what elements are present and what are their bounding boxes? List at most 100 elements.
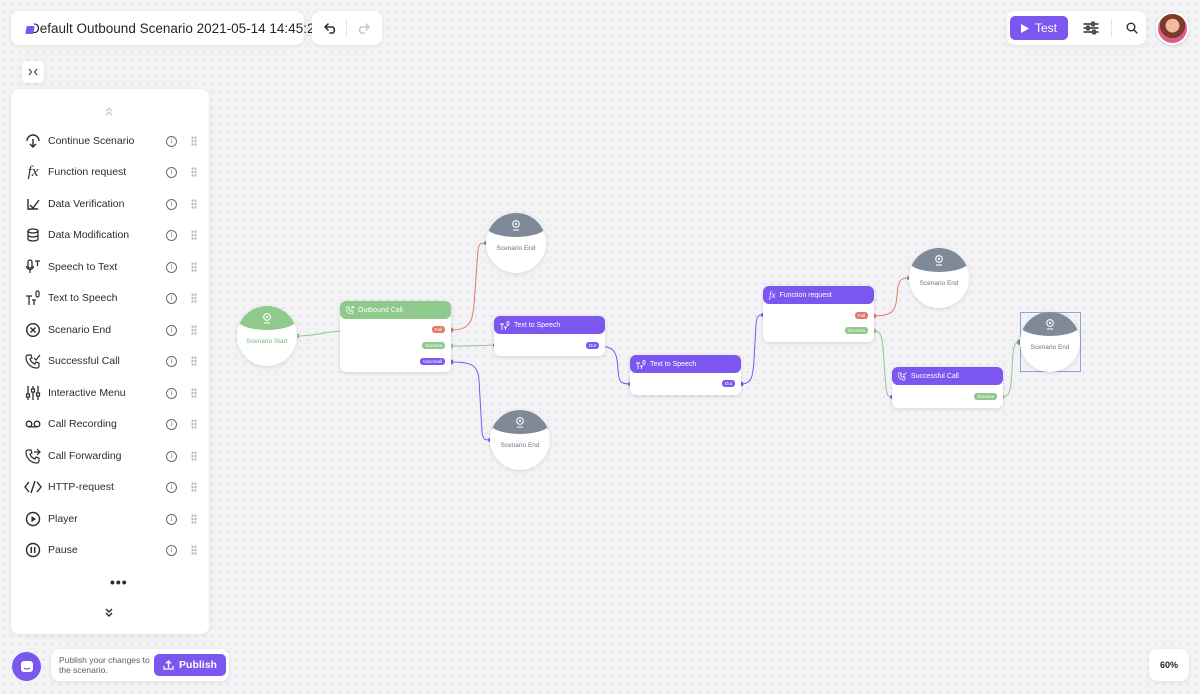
drag-handle-icon[interactable] bbox=[191, 451, 197, 461]
scenario-title[interactable]: Default Outbound Scenario 2021-05-14 14:… bbox=[30, 20, 322, 36]
port-out[interactable]: Out bbox=[721, 380, 735, 387]
sidebar-item-interactive-menu[interactable]: Interactive Menu i bbox=[11, 379, 209, 407]
info-icon[interactable]: i bbox=[166, 481, 177, 493]
test-button[interactable]: Test bbox=[1010, 16, 1068, 40]
node-badge-icon bbox=[935, 255, 943, 266]
drag-handle-icon[interactable] bbox=[191, 545, 197, 555]
sidebar-item-speech-to-text[interactable]: Speech to Text i bbox=[11, 253, 209, 281]
drag-handle-icon[interactable] bbox=[191, 325, 197, 335]
publish-button[interactable]: Publish bbox=[154, 654, 226, 676]
port-voicemail[interactable]: Voicemail bbox=[419, 358, 445, 365]
info-icon[interactable]: i bbox=[166, 166, 177, 178]
drag-handle-icon[interactable] bbox=[191, 199, 197, 209]
interactive-menu-icon bbox=[24, 384, 42, 402]
drag-handle-icon[interactable] bbox=[191, 230, 197, 240]
info-icon[interactable]: i bbox=[166, 261, 177, 273]
sidebar-item-successful-call[interactable]: Successful Call i bbox=[11, 347, 209, 375]
port-success[interactable]: Success bbox=[973, 393, 997, 400]
port-out[interactable]: Out bbox=[585, 342, 599, 349]
info-icon[interactable]: i bbox=[166, 135, 177, 147]
node-function-request[interactable]: fx Function request Fail Success bbox=[763, 286, 874, 342]
sidebar-item-function-request[interactable]: fx Function request i bbox=[11, 158, 209, 186]
chat-button[interactable] bbox=[12, 652, 41, 681]
sidebar-item-data-modification[interactable]: Data Modification i bbox=[11, 221, 209, 249]
sidebar-item-pause[interactable]: Pause i bbox=[11, 536, 209, 564]
settings-button[interactable] bbox=[1080, 17, 1102, 39]
sidebar-item-text-to-speech[interactable]: Text to Speech i bbox=[11, 284, 209, 312]
node-label: Scenario End bbox=[500, 442, 540, 449]
drag-handle-icon[interactable] bbox=[191, 482, 197, 492]
node-scenario-start[interactable]: Scenario Start bbox=[237, 306, 297, 366]
info-icon[interactable]: i bbox=[166, 198, 177, 210]
redo-button[interactable] bbox=[352, 17, 374, 39]
publish-panel: Publish your changes to the scenario. Pu… bbox=[51, 649, 229, 681]
node-scenario-end[interactable]: Scenario End bbox=[490, 410, 550, 470]
node-badge-icon bbox=[263, 313, 271, 324]
drag-handle-icon[interactable] bbox=[191, 262, 197, 272]
speech-to-text-icon bbox=[24, 258, 42, 276]
zoom-level[interactable]: 60% bbox=[1149, 649, 1189, 681]
wire-tts2-func bbox=[740, 314, 764, 385]
undo-button[interactable] bbox=[320, 17, 342, 39]
sidebar-item-continue-scenario[interactable]: Continue Scenario i bbox=[11, 127, 209, 155]
sidebar-item-player[interactable]: Player i bbox=[11, 505, 209, 533]
sidebar-item-data-verification[interactable]: Data Verification i bbox=[11, 190, 209, 218]
drag-handle-icon[interactable] bbox=[191, 167, 197, 177]
collapse-arrows-icon bbox=[28, 68, 38, 76]
node-title: Successful Call bbox=[911, 372, 959, 380]
drag-handle-icon[interactable] bbox=[191, 136, 197, 146]
wire-func-success-call bbox=[873, 330, 893, 398]
node-badge-icon bbox=[516, 417, 524, 428]
node-label: Scenario End bbox=[496, 245, 536, 252]
sidebar-item-call-forwarding[interactable]: Call Forwarding i bbox=[11, 442, 209, 470]
node-scenario-end[interactable]: Scenario End bbox=[486, 213, 546, 273]
node-scenario-end[interactable]: Scenario End bbox=[909, 248, 969, 308]
port-success[interactable]: Success bbox=[844, 327, 868, 334]
undo-redo-group bbox=[312, 11, 382, 45]
node-successful-call[interactable]: Successful Call Success bbox=[892, 367, 1003, 408]
node-outbound-call[interactable]: Outbound Call Fail Success Voicemail bbox=[340, 301, 451, 372]
info-icon[interactable]: i bbox=[166, 229, 177, 241]
block-palette: Continue Scenario i fx Function request … bbox=[11, 89, 209, 634]
sidebar-item-scenario-end[interactable]: Scenario End i bbox=[11, 316, 209, 344]
scroll-up-button[interactable] bbox=[104, 103, 114, 121]
port-fail[interactable]: Fail bbox=[854, 312, 868, 319]
node-text-to-speech[interactable]: Text to Speech Out bbox=[630, 355, 741, 395]
info-icon[interactable]: i bbox=[166, 355, 177, 367]
info-icon[interactable]: i bbox=[166, 544, 177, 556]
info-icon[interactable]: i bbox=[166, 513, 177, 525]
drag-handle-icon[interactable] bbox=[191, 388, 197, 398]
phone-outgoing-icon bbox=[346, 306, 354, 314]
drag-handle-icon[interactable] bbox=[191, 514, 197, 524]
top-actions: Test bbox=[1007, 11, 1146, 45]
node-label: Scenario End bbox=[1030, 344, 1070, 351]
search-button[interactable] bbox=[1121, 17, 1143, 39]
wire-outbound-fail-end bbox=[450, 242, 487, 331]
sidebar-item-http-request[interactable]: HTTP-request i bbox=[11, 473, 209, 501]
info-icon[interactable]: i bbox=[166, 292, 177, 304]
node-label: Scenario Start bbox=[246, 338, 288, 345]
info-icon[interactable]: i bbox=[166, 418, 177, 430]
sidebar-item-call-recording[interactable]: Call Recording i bbox=[11, 410, 209, 438]
collapse-sidebar-button[interactable] bbox=[22, 61, 44, 83]
wire-start-outbound bbox=[296, 330, 341, 337]
player-icon bbox=[24, 510, 42, 528]
node-title: Text to Speech bbox=[650, 360, 697, 368]
data-modification-icon bbox=[24, 226, 42, 244]
redo-icon bbox=[358, 23, 370, 34]
info-icon[interactable]: i bbox=[166, 324, 177, 336]
drag-handle-icon[interactable] bbox=[191, 293, 197, 303]
drag-handle-icon[interactable] bbox=[191, 356, 197, 366]
node-scenario-end-selected[interactable]: Scenario End bbox=[1020, 312, 1080, 372]
user-avatar[interactable] bbox=[1156, 12, 1189, 45]
port-success[interactable]: Success bbox=[421, 342, 445, 349]
port-fail[interactable]: Fail bbox=[431, 326, 445, 333]
drag-handle-icon[interactable] bbox=[191, 419, 197, 429]
scroll-down-button[interactable] bbox=[104, 605, 114, 623]
play-icon bbox=[1020, 23, 1029, 33]
info-icon[interactable]: i bbox=[166, 450, 177, 462]
more-blocks-button[interactable]: ••• bbox=[110, 574, 128, 590]
info-icon[interactable]: i bbox=[166, 387, 177, 399]
node-text-to-speech[interactable]: Text to Speech Out bbox=[494, 316, 605, 356]
